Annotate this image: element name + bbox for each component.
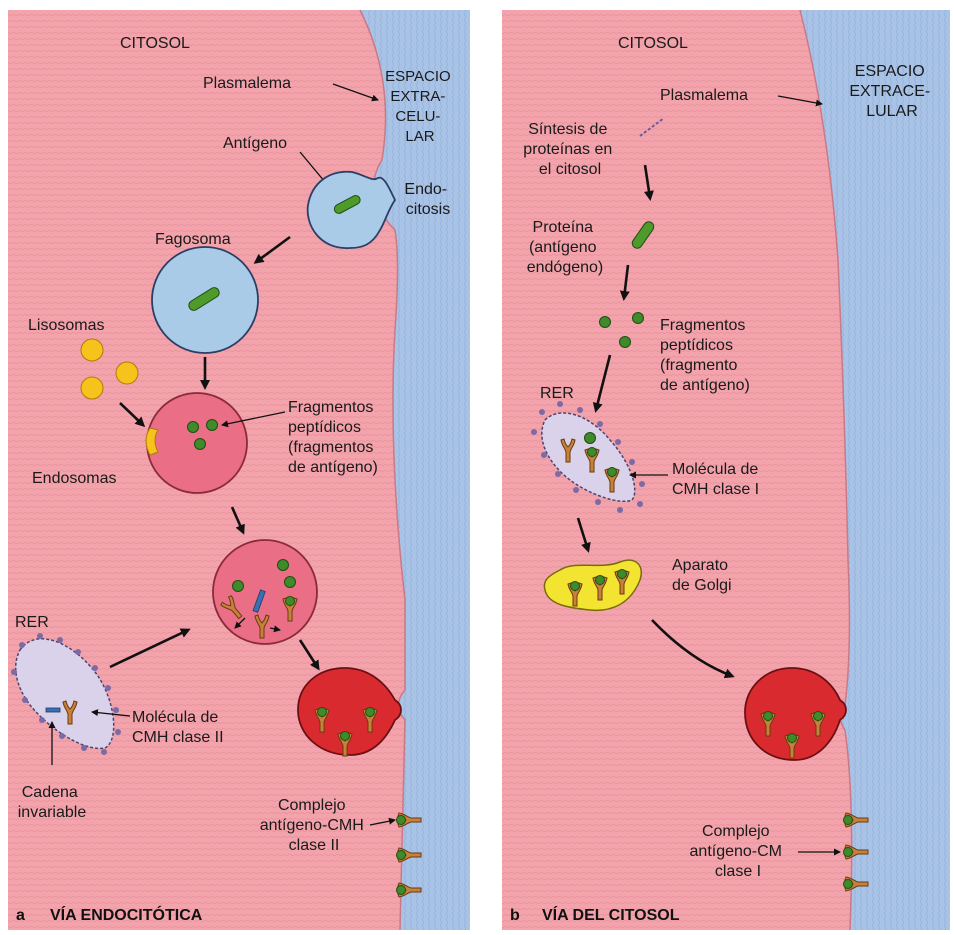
panel-b-title: VÍA DEL CITOSOL [542,905,680,924]
panel-a: CITOSOL Plasmalema ESPACIO EXTRA- CELU- … [8,10,470,930]
rer-label-a: RER [15,614,49,631]
lysosome-3 [116,362,138,384]
proteina-label: Proteína (antígeno endógeno) [527,219,604,276]
invariant-chain [46,708,60,712]
panel-b-letter: b [510,907,520,924]
antigeno-label: Antígeno [223,135,287,152]
fagosoma-label: Fagosoma [155,231,231,248]
plasmalema-label: Plasmalema [203,75,291,92]
panel-a-title: VÍA ENDOCITÓTICA [50,905,203,924]
plasmalema-label-b: Plasmalema [660,87,748,104]
lysosome-1 [81,339,103,361]
endosomas-label: Endosomas [32,470,117,487]
citosol-label: CITOSOL [120,35,190,52]
panel-a-letter: a [16,907,25,924]
panel-b: CITOSOL ESPACIO EXTRACE- LULAR Plasmalem… [502,10,950,930]
citosol-label-b: CITOSOL [618,35,688,52]
lysosome-2 [81,377,103,399]
rer-label-b: RER [540,385,574,402]
lisosomas-label: Lisosomas [28,317,104,334]
